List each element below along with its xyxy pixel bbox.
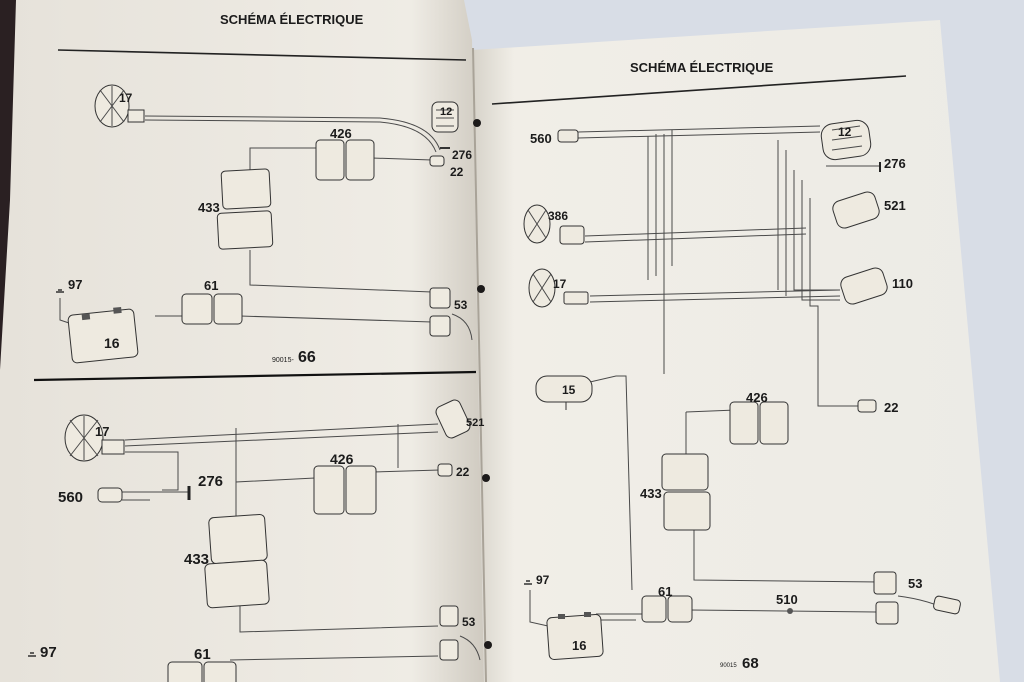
top-433-label: 433 [198,200,220,215]
right-386-label: 386 [548,209,568,223]
binding-hole [477,285,485,293]
right-426-label: 426 [746,390,768,405]
top-426-label: 426 [330,126,352,141]
page-ref-68: 90015 [720,663,737,669]
binding-hole [473,119,481,127]
top-connector-53 [429,287,473,341]
right-ground-97 [524,580,532,585]
top-97-label: 97 [68,277,82,292]
page-number-66: 66 [298,349,316,366]
right-junction-510 [787,608,793,614]
right-17-label: 17 [553,277,567,291]
right-page [472,20,1000,682]
right-starter-15 [535,375,593,410]
top-sensor-22 [429,155,445,167]
top-fan-17 [94,84,145,128]
top-battery-16 [67,306,139,364]
top-fan-label: 17 [119,91,133,105]
top-53-label: 53 [454,298,468,312]
section-divider [33,370,477,382]
bottom-426-label: 426 [330,451,354,467]
bottom-97-label: 97 [40,644,57,661]
top-connector-426 [315,139,375,181]
bottom-521-label: 521 [466,417,484,429]
bottom-433-label: 433 [184,551,209,568]
bottom-22-label: 22 [456,465,470,479]
top-alternator-12 [431,101,459,133]
binding-hole [484,641,492,649]
right-alternator-label: 12 [838,125,852,139]
bottom-connector-61 [167,661,237,682]
bottom-connector-521 [435,399,471,439]
right-battery-16 [546,612,604,660]
top-alternator-label: 12 [440,106,452,118]
header-rule [491,75,907,105]
right-fan-386 [523,204,585,245]
right-560-label: 560 [530,131,552,146]
bottom-diagram-wiring [122,423,441,661]
bottom-connector-53 [439,605,481,661]
right-connector-433 [661,453,711,531]
book-gutter [472,47,487,682]
bottom-276-label: 276 [198,473,223,490]
top-ground-97 [56,289,64,293]
right-sensor-22 [857,399,877,413]
right-61-label: 61 [658,584,672,599]
page-number-68: 68 [742,655,759,672]
bottom-fan-label: 17 [95,424,109,439]
right-276-label: 276 [884,156,906,171]
right-110-label: 110 [892,276,913,291]
header-rule [57,49,467,61]
right-433-label: 433 [640,486,662,501]
top-diagram-wiring [59,115,441,325]
right-connector-521 [832,191,880,229]
bottom-61-label: 61 [194,646,211,663]
right-connector-61 [641,595,693,623]
right-switch-560 [557,129,579,143]
left-page-title: SCHÉMA ÉLECTRIQUE [220,12,364,27]
bottom-connector-433 [204,513,270,609]
top-connector-61 [181,293,243,325]
bottom-fan-17 [64,414,125,462]
bottom-53-label: 53 [462,615,476,629]
right-connector-426 [729,401,789,445]
right-fan-17 [528,268,589,308]
binding-hole [482,474,490,482]
right-connector-53 [873,571,961,625]
right-15-label: 15 [562,383,576,397]
top-ground-label: 276 [452,148,472,162]
right-page-title: SCHÉMA ÉLECTRIQUE [630,60,774,75]
right-diagram-wiring [529,125,881,627]
bottom-560-label: 560 [58,489,83,506]
bottom-ground-97 [28,652,36,657]
right-510-label: 510 [776,592,798,607]
right-521-label: 521 [884,198,906,213]
page-ref-66: 90015- [272,357,294,364]
bottom-connector-426 [313,465,377,515]
top-61-label: 61 [204,278,218,293]
right-battery-label: 16 [572,638,586,653]
top-battery-label: 16 [104,335,120,351]
bottom-sensor-22 [437,463,453,477]
right-97-label: 97 [536,573,550,587]
right-alternator-12 [820,119,872,161]
right-22-label: 22 [884,400,898,415]
top-connector-433 [216,168,274,250]
bottom-switch-560 [97,487,123,503]
top-22-label: 22 [450,165,464,179]
right-53-label: 53 [908,576,922,591]
right-connector-110 [840,267,888,305]
